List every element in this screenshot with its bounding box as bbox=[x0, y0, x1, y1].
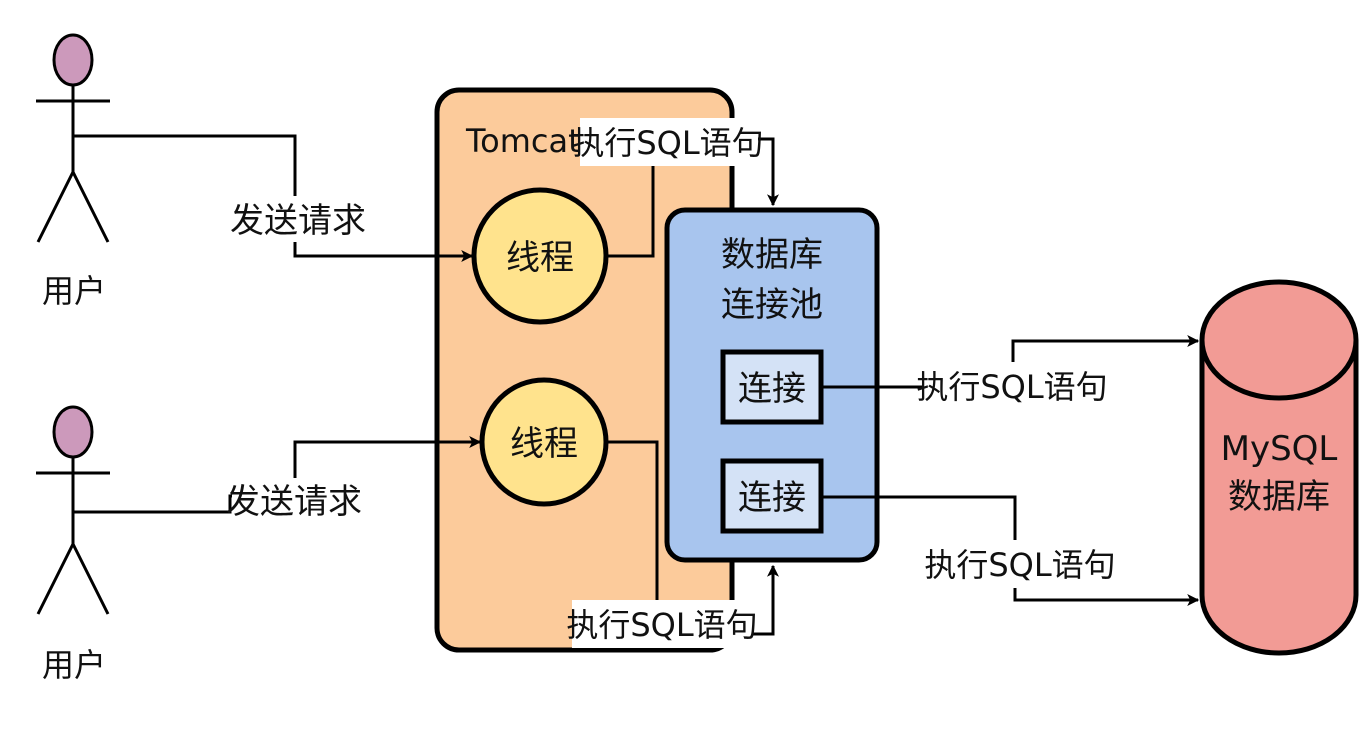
thread-label-2: 线程 bbox=[510, 424, 578, 464]
request-label-1: 发送请求 bbox=[230, 201, 366, 241]
db-cylinder-rim bbox=[1199, 339, 1359, 401]
db-label-line1: MySQL bbox=[1221, 429, 1338, 469]
connection-label-1: 连接 bbox=[738, 369, 806, 409]
sql-label-db-top: 执行SQL语句 bbox=[916, 368, 1107, 406]
connection-label-2: 连接 bbox=[738, 478, 806, 518]
edge-thread1-pool: 执行SQL语句 bbox=[572, 118, 779, 258]
thread-label-1: 线程 bbox=[506, 238, 574, 278]
db-label-line2: 数据库 bbox=[1228, 477, 1330, 517]
user-1: 用户 bbox=[36, 33, 110, 310]
user-2: 用户 bbox=[36, 405, 110, 684]
sql-label-db-bottom: 执行SQL语句 bbox=[924, 546, 1115, 584]
edge-thread2-pool: 执行SQL语句 bbox=[566, 440, 779, 648]
mysql-database: MySQL 数据库 bbox=[1199, 279, 1359, 656]
thread-1: 线程 bbox=[471, 187, 609, 325]
connection-box-2 bbox=[720, 458, 824, 534]
user-head-2 bbox=[52, 405, 94, 459]
db-cylinder-body bbox=[1199, 279, 1359, 656]
user-label-1: 用户 bbox=[42, 272, 106, 310]
user-label-2: 用户 bbox=[42, 646, 106, 684]
edge-user2-thread2: 发送请求 bbox=[73, 436, 482, 524]
sql-label-bottom: 执行SQL语句 bbox=[566, 606, 757, 644]
sql-label-top: 执行SQL语句 bbox=[572, 124, 763, 162]
request-label-2: 发送请求 bbox=[226, 482, 362, 522]
thread-2: 线程 bbox=[479, 377, 609, 507]
edge-conn2-db: 执行SQL语句 bbox=[821, 495, 1200, 606]
pool-title-line1: 数据库 bbox=[721, 235, 823, 275]
edge-user1-thread1: 发送请求 bbox=[73, 134, 474, 262]
tomcat-label: Tomcat bbox=[465, 122, 581, 160]
user-head-1 bbox=[52, 33, 94, 87]
edge-conn1-db: 执行SQL语句 bbox=[821, 335, 1200, 410]
connection-pool: 数据库 连接池 连接 连接 bbox=[664, 207, 880, 563]
pool-title-line2: 连接池 bbox=[721, 285, 823, 325]
